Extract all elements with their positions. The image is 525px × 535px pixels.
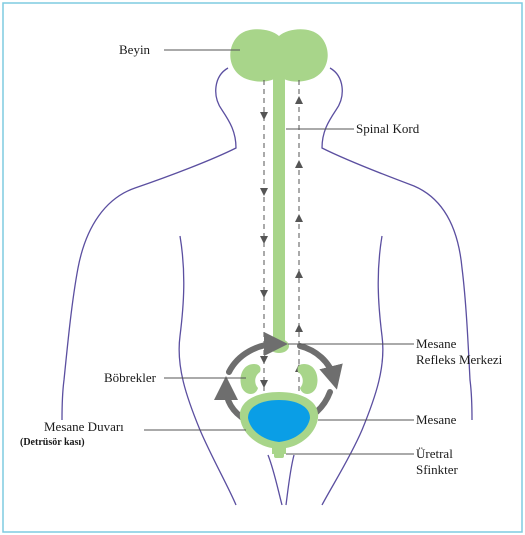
label-detrusor: (Detrüsör kası) <box>20 437 85 448</box>
label-brain: Beyin <box>119 42 151 57</box>
right-kidney <box>297 364 317 394</box>
label-sphincter-line2: Sfinkter <box>416 462 459 477</box>
urethral-sphincter <box>274 446 284 458</box>
label-reflex-center-line1: Mesane <box>416 336 457 351</box>
label-spinal-cord: Spinal Kord <box>356 121 420 136</box>
label-bladder: Mesane <box>416 412 457 427</box>
label-kidneys: Böbrekler <box>104 370 157 385</box>
label-bladder-wall: Mesane Duvarı <box>44 419 124 434</box>
spinal-cord <box>273 76 285 344</box>
label-sphincter-line1: Üretral <box>416 446 453 461</box>
left-kidney <box>241 364 261 394</box>
brain <box>230 29 327 81</box>
label-reflex-center-line2: Refleks Merkezi <box>416 352 503 367</box>
